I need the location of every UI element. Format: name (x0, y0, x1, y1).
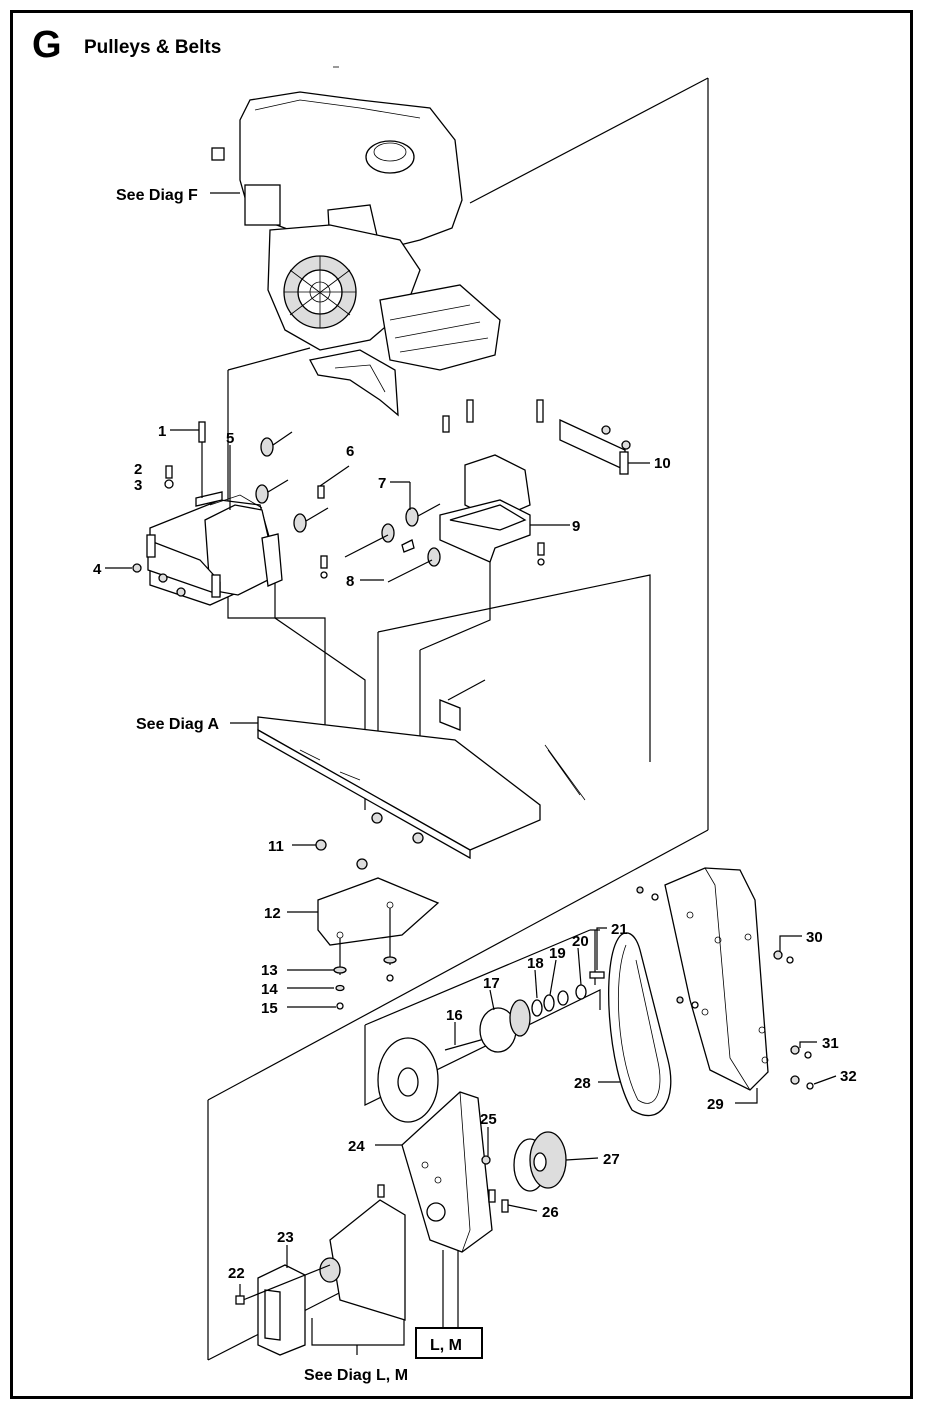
ref-diag-a: See Diag A (136, 716, 219, 733)
callout-9: 9 (572, 518, 580, 535)
section-letter: G (32, 24, 62, 66)
callout-32: 32 (840, 1068, 857, 1085)
callout-31: 31 (822, 1035, 839, 1052)
callout-leaders (105, 192, 837, 1296)
diagram-title: Pulleys & Belts (84, 37, 222, 58)
callout-23: 23 (277, 1229, 294, 1246)
callout-10: 10 (654, 455, 671, 472)
callout-2: 2 (134, 461, 142, 478)
frame-channel (257, 679, 586, 870)
callout-26: 26 (542, 1204, 559, 1221)
callout-22: 22 (228, 1265, 245, 1282)
callout-12: 12 (264, 905, 281, 922)
right-bracket-assembly (344, 399, 631, 583)
callout-1: 1 (158, 423, 166, 440)
callout-11: 11 (268, 838, 284, 855)
callout-6: 6 (346, 443, 354, 460)
callout-numbers: 1 2 3 4 5 6 7 8 9 10 11 12 13 14 15 16 1… (93, 423, 857, 1282)
callout-3: 3 (134, 477, 142, 494)
callout-29: 29 (707, 1096, 724, 1113)
callout-21: 21 (611, 921, 628, 938)
callout-17: 17 (483, 975, 500, 992)
callout-25: 25 (480, 1111, 497, 1128)
callout-27: 27 (603, 1151, 620, 1168)
callout-14: 14 (261, 981, 278, 998)
callout-28: 28 (574, 1075, 591, 1092)
callout-13: 13 (261, 962, 278, 979)
left-bracket-assembly (132, 421, 329, 606)
ref-diag-lm: See Diag L, M (304, 1367, 408, 1384)
callout-18: 18 (527, 955, 544, 972)
ref-box-lm (415, 1327, 483, 1359)
callout-19: 19 (549, 945, 566, 962)
diagram-frame (10, 10, 913, 1399)
callout-5: 5 (226, 430, 234, 447)
engine-illustration (211, 66, 501, 417)
callout-16: 16 (446, 1007, 463, 1024)
callout-8: 8 (346, 573, 354, 590)
callout-30: 30 (806, 929, 823, 946)
callout-7: 7 (378, 475, 386, 492)
callout-24: 24 (348, 1138, 365, 1155)
ref-box-lm-text: L, M (430, 1337, 462, 1354)
guard-plate (317, 877, 440, 1010)
callout-20: 20 (572, 933, 589, 950)
callout-15: 15 (261, 1000, 278, 1017)
callout-4: 4 (93, 561, 102, 578)
drive-assembly (235, 867, 814, 1356)
ref-diag-f: See Diag F (116, 187, 198, 204)
